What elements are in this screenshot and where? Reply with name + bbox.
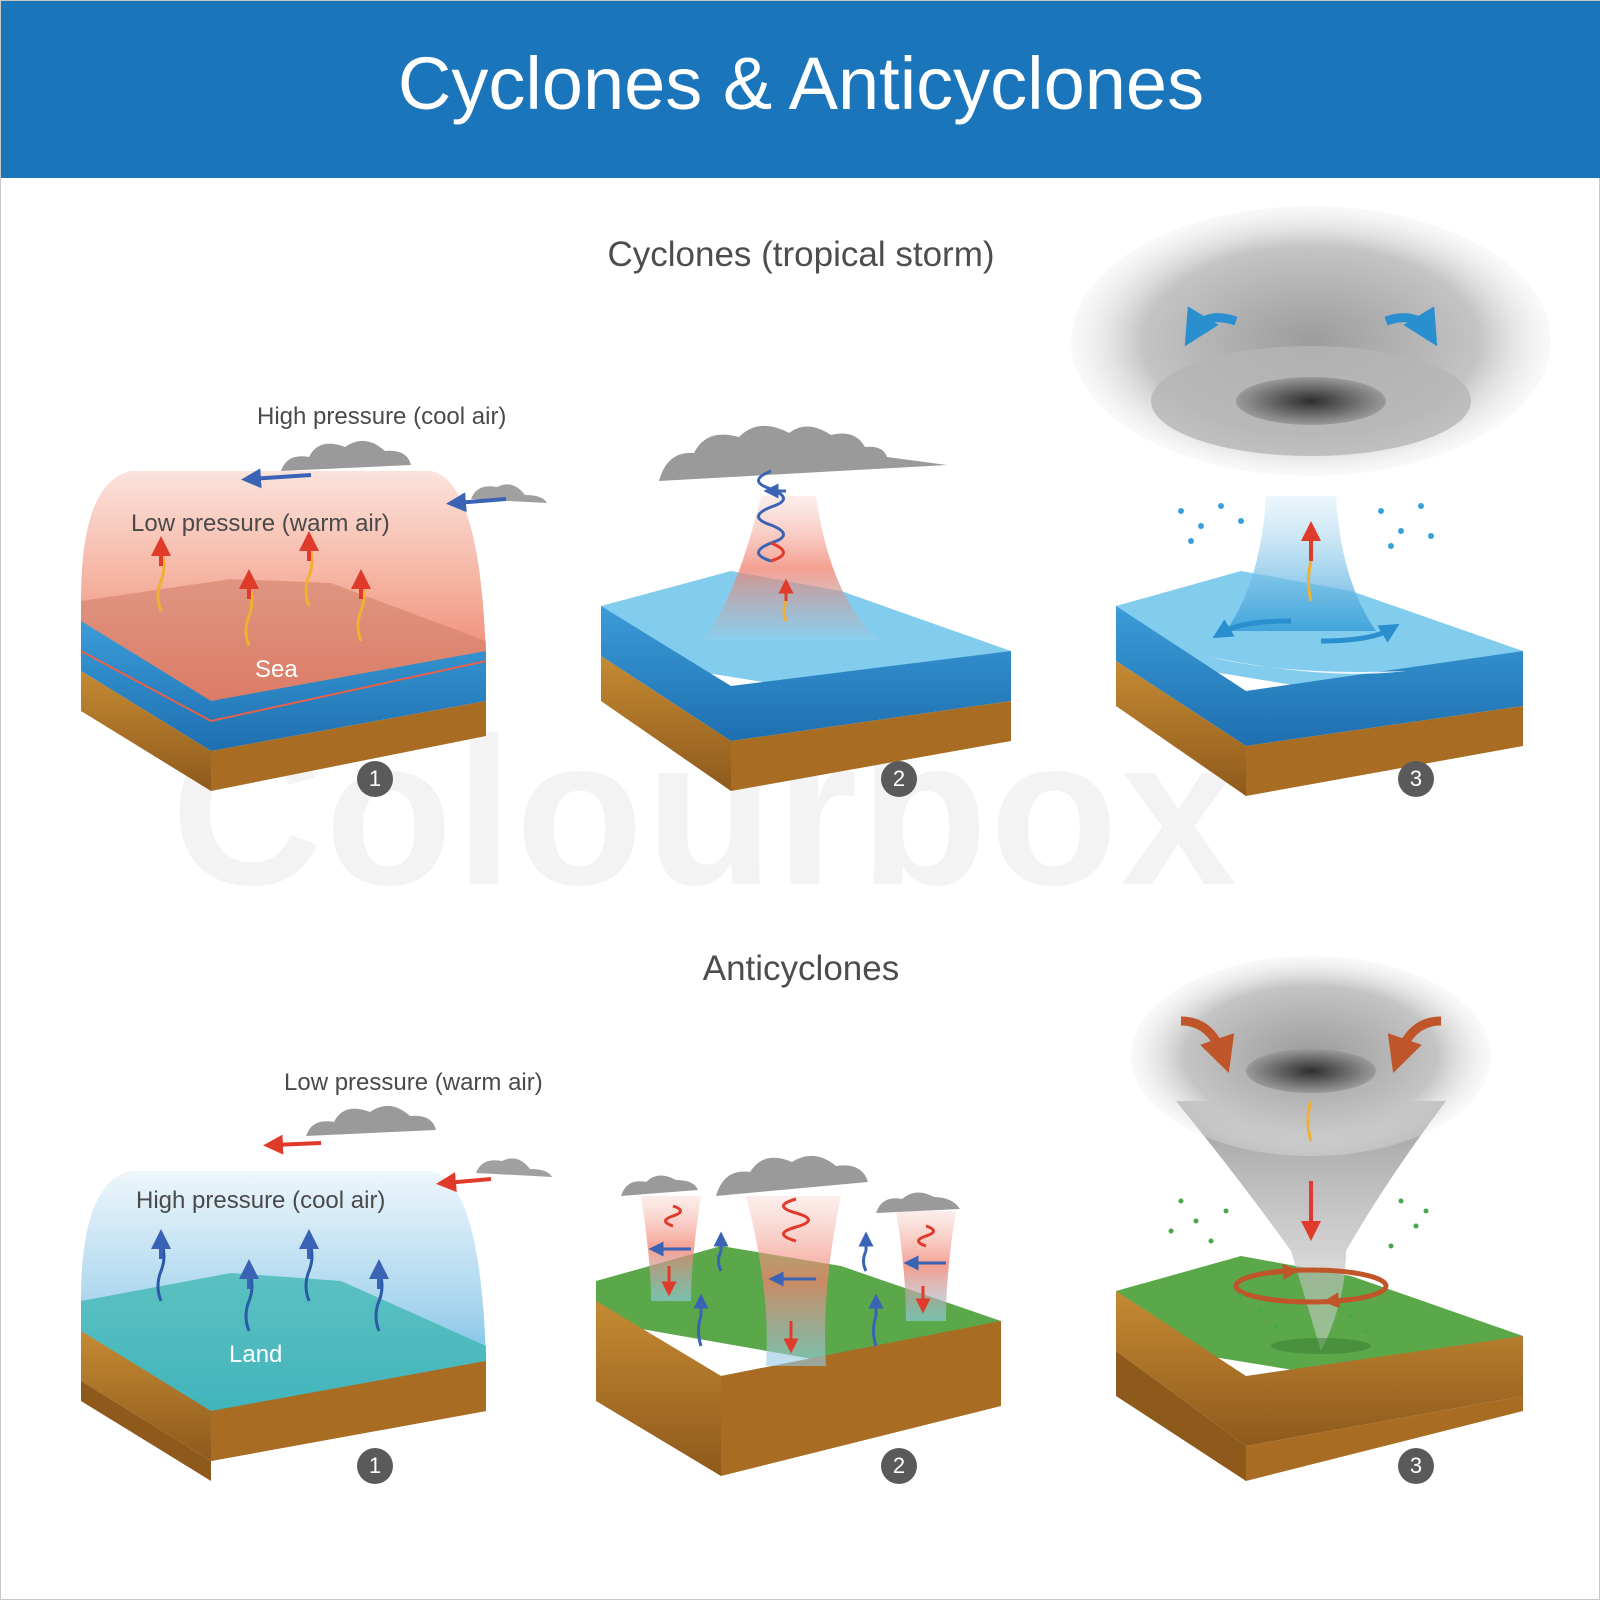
anticyclone-low-pressure-label: Low pressure (warm air) [284,1069,543,1096]
cyclone-block-1-warm-arrows [151,531,371,647]
cyclone-block-2 [601,425,1011,791]
anticyclone-step-3-badge: 3 [1398,1448,1434,1484]
anticyclone-step-2-badge: 2 [881,1448,917,1484]
anticyclones-heading: Anticyclones [702,949,900,988]
anticyclone-block-3 [1116,956,1523,1481]
anticyclone-step-1-badge: 1 [357,1448,393,1484]
land-label: Land [229,1341,283,1368]
cyclone-step-3-badge: 3 [1398,761,1434,797]
cyclone-high-pressure-label: High pressure (cool air) [257,403,507,430]
anticyclone-block-1-clouds [263,1105,552,1193]
anticyclone-block-1 [81,1171,486,1481]
cyclone-block-3 [1071,206,1551,796]
sea-label: Sea [255,656,298,683]
cyclone-block-1 [80,471,487,791]
anticyclone-block-1-cool-arrows [151,1229,389,1332]
cyclone-low-pressure-label: Low pressure (warm air) [131,510,390,537]
cyclone-step-2-badge: 2 [881,761,917,797]
title-banner [1,1,1600,178]
cyclones-heading: Cyclones (tropical storm) [607,235,995,274]
cyclone-block-1-clouds [241,440,547,513]
anticyclone-high-pressure-label: High pressure (cool air) [136,1187,386,1214]
page-title: Cyclones & Anticyclones [397,42,1205,125]
cyclone-step-1-badge: 1 [357,761,393,797]
anticyclone-block-2 [596,1155,1001,1476]
